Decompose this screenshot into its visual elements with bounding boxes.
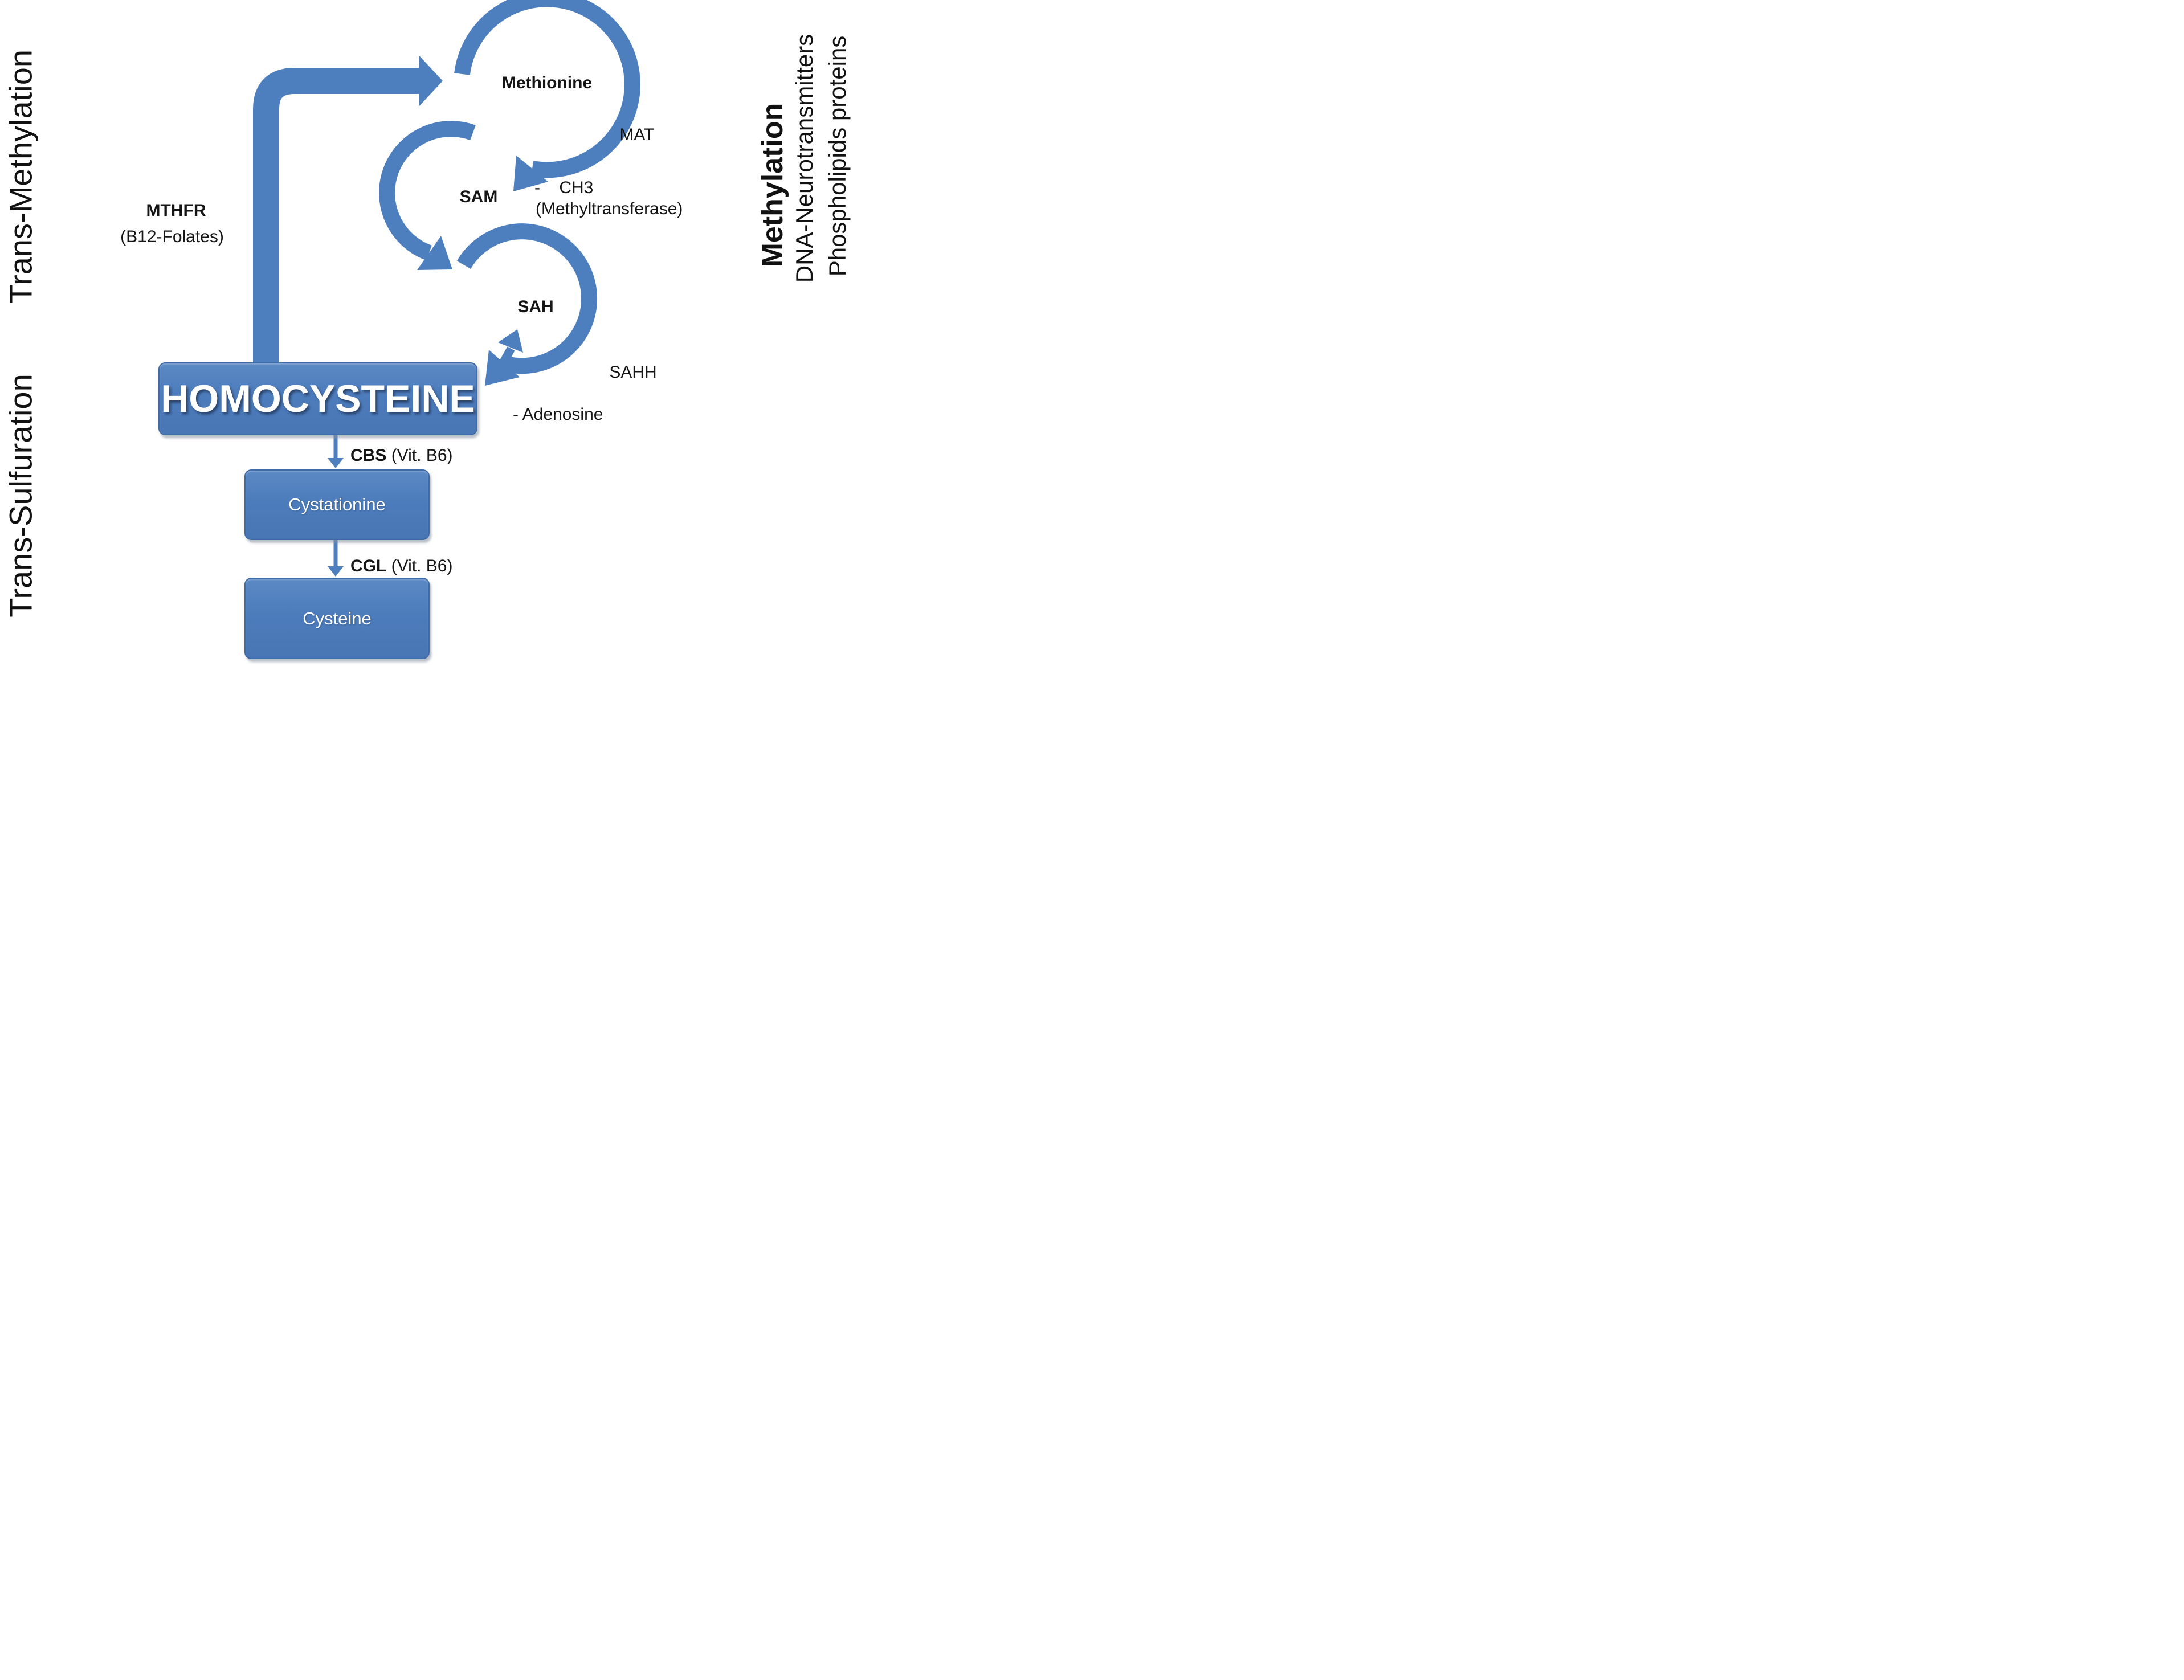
cystationine-box: Cystationine bbox=[244, 469, 430, 540]
label-cbs-line: CBS (Vit. B6) bbox=[350, 446, 453, 466]
label-cgl-line: CGL (Vit. B6) bbox=[350, 557, 452, 577]
remethylation-arrowhead-icon bbox=[419, 55, 443, 107]
label-cbs-cofactor bbox=[386, 446, 391, 465]
label-dna-neurotransmitters: DNA-Neurotransmitters bbox=[791, 34, 818, 283]
label-cbs-cofactor-text: (Vit. B6) bbox=[391, 445, 453, 465]
node-cystationine: Cystationine bbox=[288, 494, 386, 514]
label-methylation: Methylation bbox=[756, 103, 789, 268]
arrows-layer bbox=[253, 0, 640, 577]
label-phospholipids-proteins: Phospholipids proteins bbox=[824, 35, 851, 277]
label-mat: MAT bbox=[619, 125, 655, 144]
metabolic-pathway-diagram: Trans-Methylation Trans-Sulfuration Meth… bbox=[0, 0, 873, 672]
sam-cycle-arrowhead-icon bbox=[417, 236, 452, 270]
label-adenosine: - Adenosine bbox=[513, 404, 603, 424]
label-mthfr: MTHFR bbox=[146, 201, 206, 220]
homocysteine-to-sah-arrow bbox=[492, 346, 515, 378]
cysteine-box: Cysteine bbox=[244, 578, 430, 659]
methionine-cycle-arc bbox=[454, 0, 640, 178]
label-cgl: CGL bbox=[350, 556, 387, 575]
label-cgl-cofactor bbox=[386, 557, 391, 575]
node-sam: SAM bbox=[459, 187, 498, 206]
node-homocysteine: HOMOCYSTEINE bbox=[161, 377, 475, 420]
cbs-arrowhead-icon bbox=[328, 458, 344, 468]
homocysteine-box: HOMOCYSTEINE bbox=[158, 362, 477, 435]
label-cgl-cofactor-text: (Vit. B6) bbox=[391, 556, 453, 575]
label-ch3: - CH3 bbox=[534, 178, 594, 197]
homocysteine-to-sah-arrowhead-icon bbox=[498, 329, 523, 353]
label-cbs: CBS bbox=[350, 445, 387, 465]
label-trans-sulfuration: Trans-Sulfuration bbox=[2, 374, 39, 618]
label-methyltransferase: (Methyltransferase) bbox=[536, 199, 683, 218]
label-trans-methylation: Trans-Methylation bbox=[2, 49, 39, 304]
remethylation-arrow bbox=[253, 68, 419, 367]
node-sah: SAH bbox=[517, 297, 554, 316]
node-cysteine: Cysteine bbox=[303, 608, 372, 628]
label-sahh: SAHH bbox=[609, 362, 657, 382]
sah-cycle-arc bbox=[456, 223, 598, 374]
node-methionine: Methionine bbox=[501, 73, 593, 92]
sam-cycle-arc bbox=[379, 121, 476, 261]
cgl-arrowhead-icon bbox=[328, 566, 344, 577]
methionine-cycle-arrowhead-icon bbox=[513, 156, 548, 191]
label-mthfr-cofactor: (B12-Folates) bbox=[120, 227, 224, 246]
